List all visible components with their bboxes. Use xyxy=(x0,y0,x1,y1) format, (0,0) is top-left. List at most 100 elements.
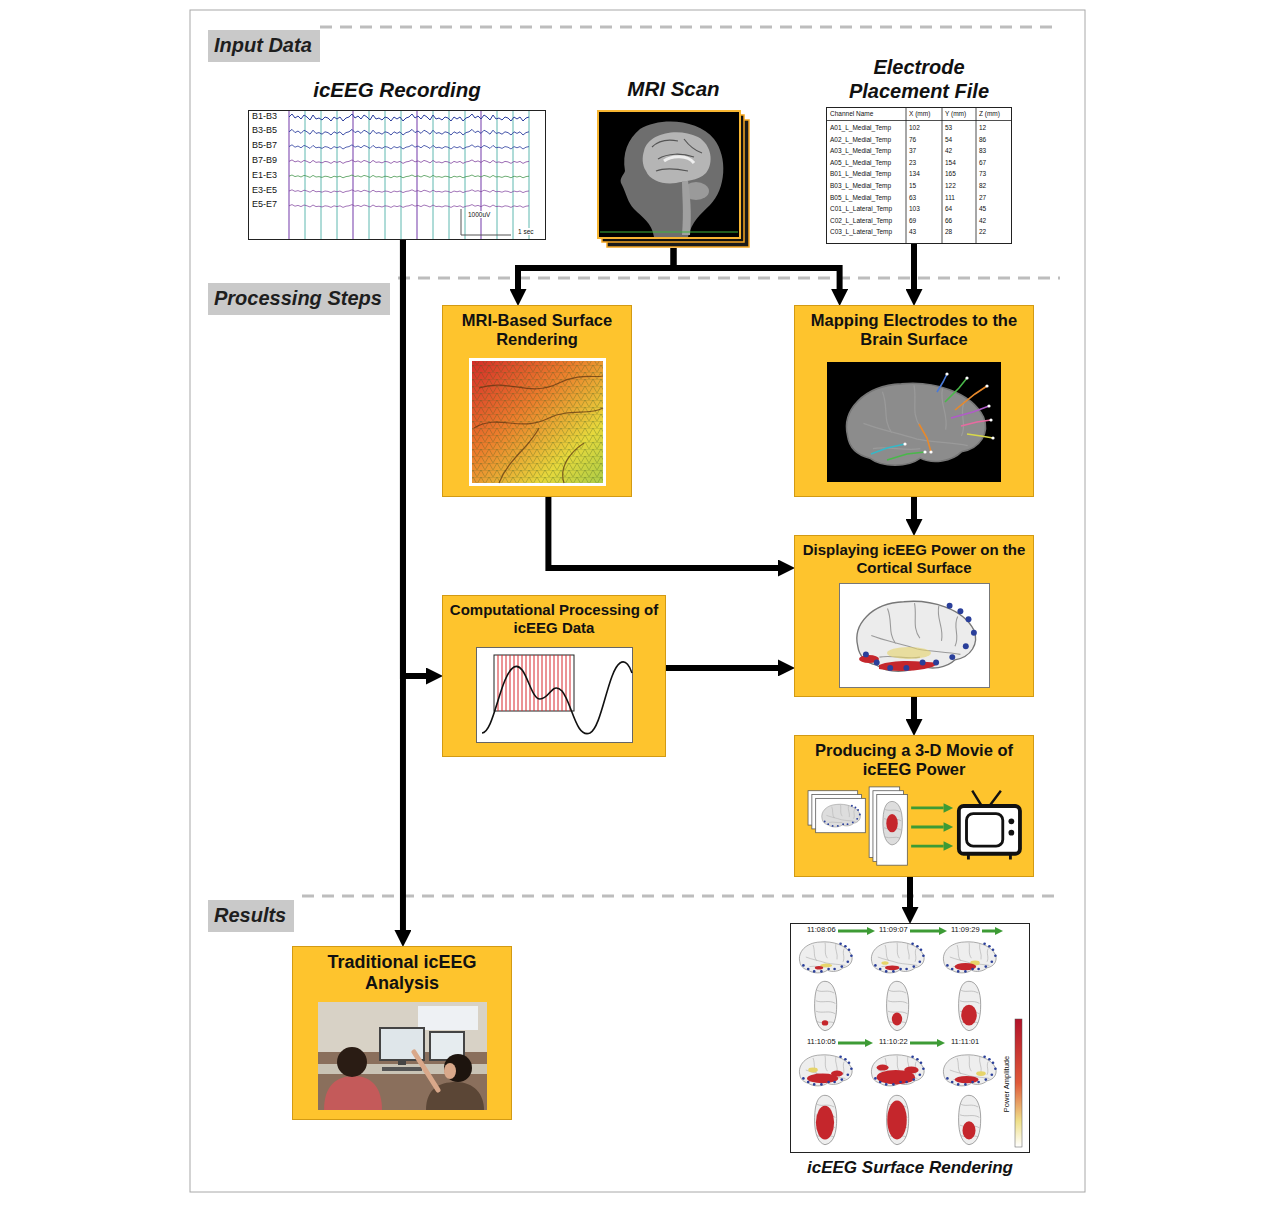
table-cell: 37 xyxy=(909,147,916,154)
movie-frames xyxy=(816,798,866,832)
table-cell-holder: 15 xyxy=(909,182,916,189)
table-cell-holder: C02_L_Lateral_Temp xyxy=(830,217,892,224)
table-cell: B05_L_Medial_Temp xyxy=(830,194,891,201)
mri-image xyxy=(598,111,740,238)
channel-label: B1-B3 xyxy=(252,112,277,122)
table-cell: 22 xyxy=(979,228,986,235)
channel-label: E1-E3 xyxy=(252,171,277,181)
analysis-photo xyxy=(444,1054,472,1082)
trace-plot xyxy=(289,114,529,121)
analysis-photo xyxy=(337,1047,367,1077)
movie-frames xyxy=(824,805,861,827)
channel-label-holder: B1-B3 xyxy=(252,112,277,122)
electrode-brain xyxy=(929,450,932,453)
process-box: Mapping Electrodes to the Brain Surface xyxy=(794,305,1034,497)
timestamp: 11:10:22 xyxy=(879,1038,908,1046)
electrode-brain xyxy=(965,376,968,379)
power-brain xyxy=(839,583,989,687)
table-cell-holder: 102 xyxy=(909,124,920,131)
flow-arrow xyxy=(400,240,406,930)
channel-label: E5-E7 xyxy=(252,200,277,210)
table-cell-holder: 54 xyxy=(945,136,952,143)
table-cell: 82 xyxy=(979,182,986,189)
box-title: Displaying icEEG Power on the Cortical S… xyxy=(799,541,1029,576)
table-cell: A01_L_Medial_Temp xyxy=(830,124,891,131)
result-frames xyxy=(815,1095,837,1144)
movie-frames xyxy=(883,801,902,845)
power-window xyxy=(476,647,633,743)
table-cell: B03_L_Medial_Temp xyxy=(830,182,891,189)
table-cell-holder: A01_L_Medial_Temp xyxy=(830,124,891,131)
trace-panel: icEEG RecordingB1-B3B3-B5B5-B7B7-B9E1-E3… xyxy=(248,110,546,240)
surface-mesh xyxy=(474,376,603,483)
table-cell: 86 xyxy=(979,136,986,143)
result-frames xyxy=(887,1095,909,1144)
table-cell-holder: A03_L_Medial_Temp xyxy=(830,147,891,154)
timestamp-holder: 11:08:06 xyxy=(807,926,836,934)
result-frames xyxy=(887,981,909,1030)
table-cell-holder: 63 xyxy=(909,194,916,201)
table-cell: 69 xyxy=(909,217,916,224)
result-frames xyxy=(822,1020,829,1025)
movie-frames xyxy=(944,803,954,813)
table-cell-holder: 69 xyxy=(909,217,916,224)
result-frames xyxy=(799,1055,852,1086)
timestamp-holder: 11:10:22 xyxy=(879,1038,908,1046)
result-frames xyxy=(955,1076,979,1083)
movie-frames xyxy=(822,804,861,827)
table-cell: 23 xyxy=(909,159,916,166)
result-frames xyxy=(959,1095,981,1144)
table-cell-holder: 67 xyxy=(979,159,986,166)
electrode-brain xyxy=(989,418,992,421)
result-frames xyxy=(871,1055,924,1086)
panel-caption: icEEG Surface Rendering xyxy=(780,1158,1040,1178)
result-frames xyxy=(943,1055,996,1086)
timestamp: 11:08:06 xyxy=(807,926,836,934)
section-divider xyxy=(302,895,1060,898)
trace-plot xyxy=(461,209,511,235)
result-frames xyxy=(799,942,852,973)
trace-plot xyxy=(289,175,529,178)
analysis-photo xyxy=(324,1076,382,1110)
result-frames xyxy=(937,1039,945,1047)
table-cell-holder: 37 xyxy=(909,147,916,154)
table-cell: 122 xyxy=(945,182,956,189)
result-frames xyxy=(871,1055,924,1086)
electrode-brain xyxy=(955,386,987,410)
channel-label: B7-B9 xyxy=(252,156,277,166)
mri-image xyxy=(664,157,694,163)
table-cell: 111 xyxy=(945,194,955,201)
axis-label: Power Amplitude xyxy=(1003,1056,1011,1112)
result-frames xyxy=(881,961,888,965)
electrode-brain xyxy=(991,436,994,439)
flow-arrow xyxy=(907,877,913,907)
table-cell-holder: 86 xyxy=(979,136,986,143)
movie-frames xyxy=(911,803,953,851)
section-title: Processing Steps xyxy=(214,286,382,311)
section-title: Input Data xyxy=(214,33,312,58)
box-title: Mapping Electrodes to the Brain Surface xyxy=(799,311,1029,350)
result-frames xyxy=(815,1095,837,1144)
section-label: Processing Steps xyxy=(208,283,390,315)
timestamp-holder: 11:11:01 xyxy=(951,1038,979,1046)
table-cell: 53 xyxy=(945,124,952,131)
channel-label: E3-E5 xyxy=(252,186,277,196)
electrode-brain xyxy=(967,434,993,438)
table-cell-holder: 103 xyxy=(909,205,920,212)
table-header: Z (mm) xyxy=(979,110,1000,117)
flow-arrow xyxy=(666,665,778,671)
analysis-photo xyxy=(318,1002,487,1110)
section-divider xyxy=(398,277,1060,280)
result-frames xyxy=(815,981,837,1030)
electrode-brain xyxy=(827,362,1001,482)
timestamp: 11:09:07 xyxy=(879,926,908,934)
table-cell: A03_L_Medial_Temp xyxy=(830,147,891,154)
table-cell-holder: 134 xyxy=(909,170,920,177)
surface-mesh xyxy=(469,358,606,486)
movie-frames xyxy=(911,845,943,848)
result-frames xyxy=(802,942,853,972)
power-window xyxy=(494,655,574,711)
movie-frames xyxy=(883,801,902,845)
electrode-brain xyxy=(951,406,989,418)
mri-image xyxy=(600,122,738,237)
